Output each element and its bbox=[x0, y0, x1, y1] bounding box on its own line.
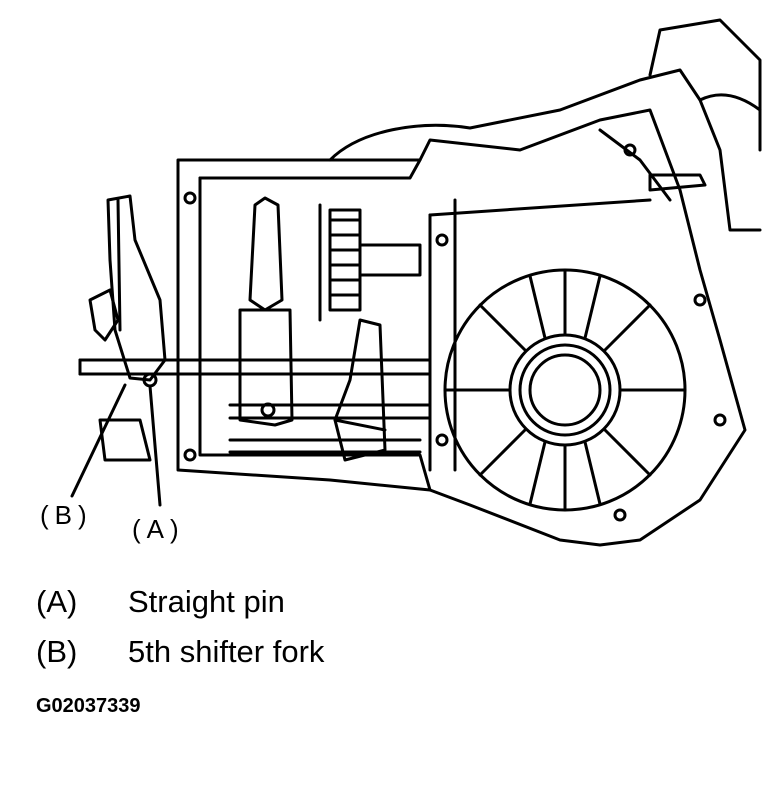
callout-label-a: (A) bbox=[132, 514, 185, 544]
legend-row-a: (A) Straight pin bbox=[36, 584, 285, 620]
callout-label-b: (B) bbox=[40, 500, 93, 530]
top-gear bbox=[318, 203, 422, 322]
leader-lines bbox=[70, 383, 162, 507]
bearing-housing bbox=[443, 268, 687, 512]
shifter-fork-middle bbox=[238, 196, 294, 427]
legend-key-b: (B) bbox=[36, 634, 78, 669]
legend-row-b: (B) 5th shifter fork bbox=[36, 634, 324, 670]
case-frame bbox=[176, 108, 747, 547]
legend-key-a: (A) bbox=[36, 584, 78, 619]
upper-housing bbox=[328, 18, 762, 232]
legend-text-a: Straight pin bbox=[128, 584, 285, 619]
fifth-shifter-fork bbox=[88, 194, 167, 462]
shift-rods bbox=[78, 358, 432, 454]
legend-text-b: 5th shifter fork bbox=[128, 634, 325, 669]
figure-id: G02037339 bbox=[36, 695, 141, 717]
shifter-fork-right bbox=[333, 318, 387, 462]
transmission-case-illustration bbox=[70, 18, 762, 547]
